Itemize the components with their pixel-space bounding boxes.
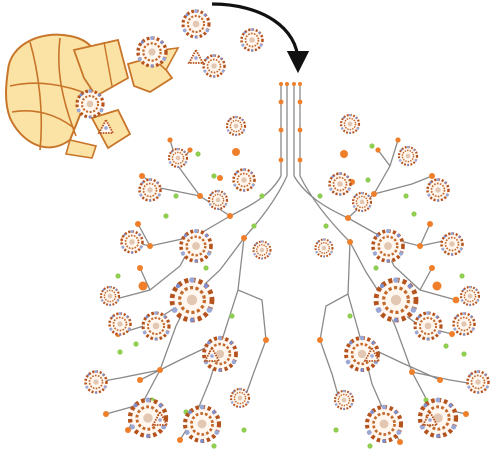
nanoparticle-cluster-icon	[172, 277, 212, 322]
nanoparticle-cluster-icon	[202, 52, 226, 79]
bronchial-tree-icon	[97, 84, 475, 443]
nanoparticle-cluster-icon	[351, 190, 373, 214]
nanoparticle-cluster-icon	[179, 227, 213, 265]
airway-nodes	[95, 82, 477, 445]
nanoparticle-cluster-icon	[339, 112, 361, 136]
nanoparticle-cluster-icon	[75, 87, 105, 120]
fragmenting-ball-icon	[5, 33, 180, 159]
nanoparticle-cluster-icon	[138, 176, 162, 203]
curved-arrow-icon	[211, 2, 310, 74]
nanoparticle-cluster-icon	[420, 397, 456, 438]
nanoparticle-cluster-icon	[252, 239, 272, 261]
nanoparticle-cluster-icon	[371, 227, 405, 265]
nanoparticle-cluster-icon	[413, 309, 443, 342]
nanoparticle-cluster-icon	[459, 284, 481, 308]
nanoparticle-cluster-icon	[333, 388, 355, 412]
nanoparticle-cluster-icon	[181, 7, 211, 40]
nanoparticle-cluster-icon	[426, 176, 450, 203]
nanoparticle-cluster-icon	[108, 310, 132, 337]
nanoparticle-cluster-icon	[452, 310, 476, 337]
nanoparticle-cluster-icon	[185, 405, 219, 443]
nanoparticle-cluster-icon	[141, 309, 171, 342]
nanoparticle-cluster-icon	[376, 277, 416, 322]
nanoparticle-cluster-icon	[225, 114, 247, 138]
nanoparticle-cluster-icon	[314, 237, 334, 259]
nanoparticle-cluster-icon	[232, 166, 256, 193]
nanoparticle-cluster-icon	[397, 144, 419, 168]
nanoparticle-cluster-icon	[99, 284, 121, 308]
nanoparticle-cluster-icon	[84, 368, 108, 395]
nanoparticle-cluster-icon	[240, 26, 264, 53]
nanoparticle-cluster-icon	[207, 188, 229, 212]
nanoparticle-cluster-icon	[440, 230, 464, 257]
nanoparticle-cluster-icon	[136, 34, 168, 70]
nanoparticle-cluster-icon	[328, 170, 352, 197]
nanoparticle-cluster-icon	[367, 405, 401, 443]
nanoparticle-cluster-icon	[466, 368, 490, 395]
nanoparticle-cluster-icon	[120, 228, 144, 255]
nanoparticle-cluster-icon	[188, 49, 204, 64]
nanoparticle-cluster-icon	[167, 146, 189, 170]
nanoparticle-cluster-icon	[229, 386, 251, 410]
